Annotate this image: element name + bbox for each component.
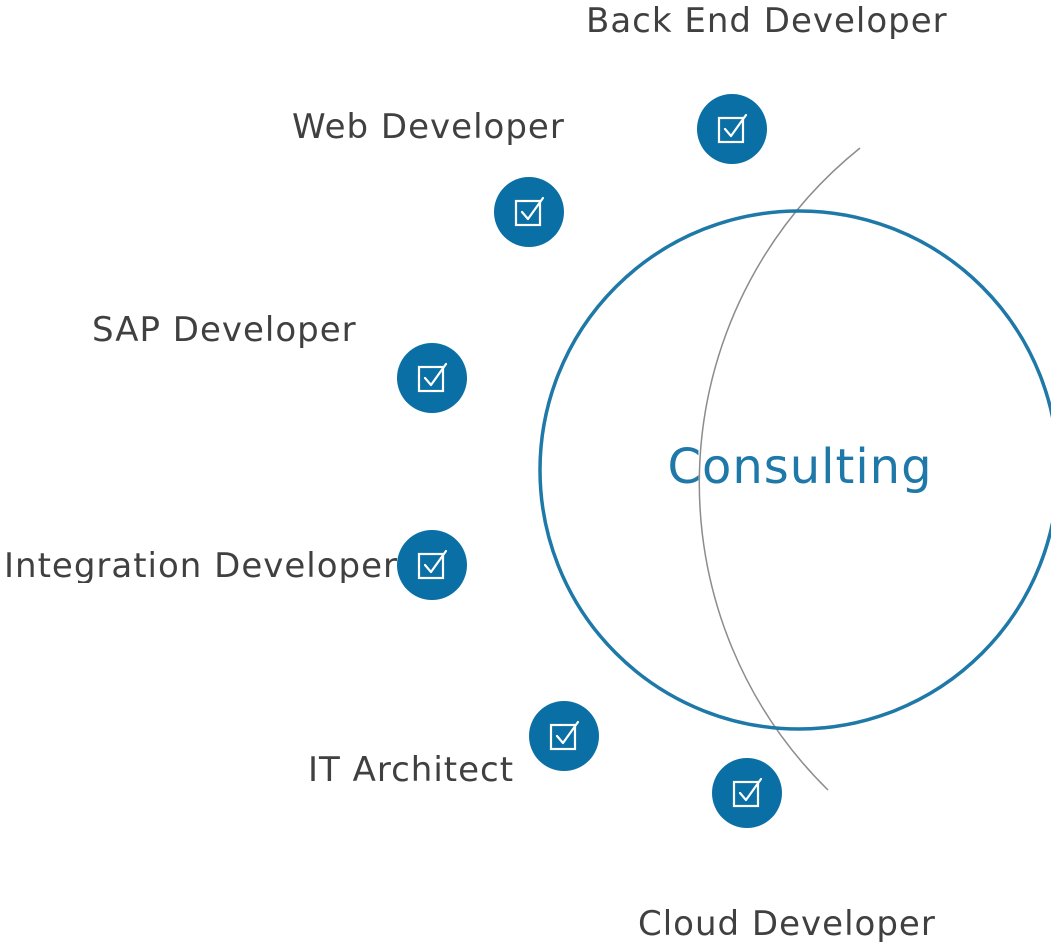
- checkbox-check-icon: [732, 777, 763, 808]
- checkbox-check-icon: [717, 113, 748, 144]
- role-node-web-developer: [494, 177, 564, 247]
- role-label-web-developer: Web Developer: [292, 107, 565, 147]
- role-node-back-end-developer: [697, 94, 767, 164]
- role-node-sap-developer: [397, 343, 467, 413]
- orbit-arc: [698, 147, 861, 791]
- role-node-it-architect: [529, 701, 599, 771]
- role-label-integration-developer: Integration Developer: [4, 549, 399, 583]
- consulting-ring: [538, 209, 1051, 731]
- checkbox-check-icon: [549, 720, 580, 751]
- role-label-cloud-developer: Cloud Developer: [638, 904, 936, 944]
- consulting-label: Consulting: [667, 439, 933, 495]
- role-label-sap-developer: SAP Developer: [92, 310, 357, 350]
- checkbox-check-icon: [417, 362, 448, 393]
- role-label-it-architect: IT Architect: [308, 750, 515, 790]
- role-node-cloud-developer: [712, 758, 782, 828]
- checkbox-check-icon: [417, 549, 448, 580]
- role-node-integration-developer: [397, 530, 467, 600]
- role-label-back-end-developer: Back End Developer: [586, 1, 948, 41]
- checkbox-check-icon: [514, 196, 545, 227]
